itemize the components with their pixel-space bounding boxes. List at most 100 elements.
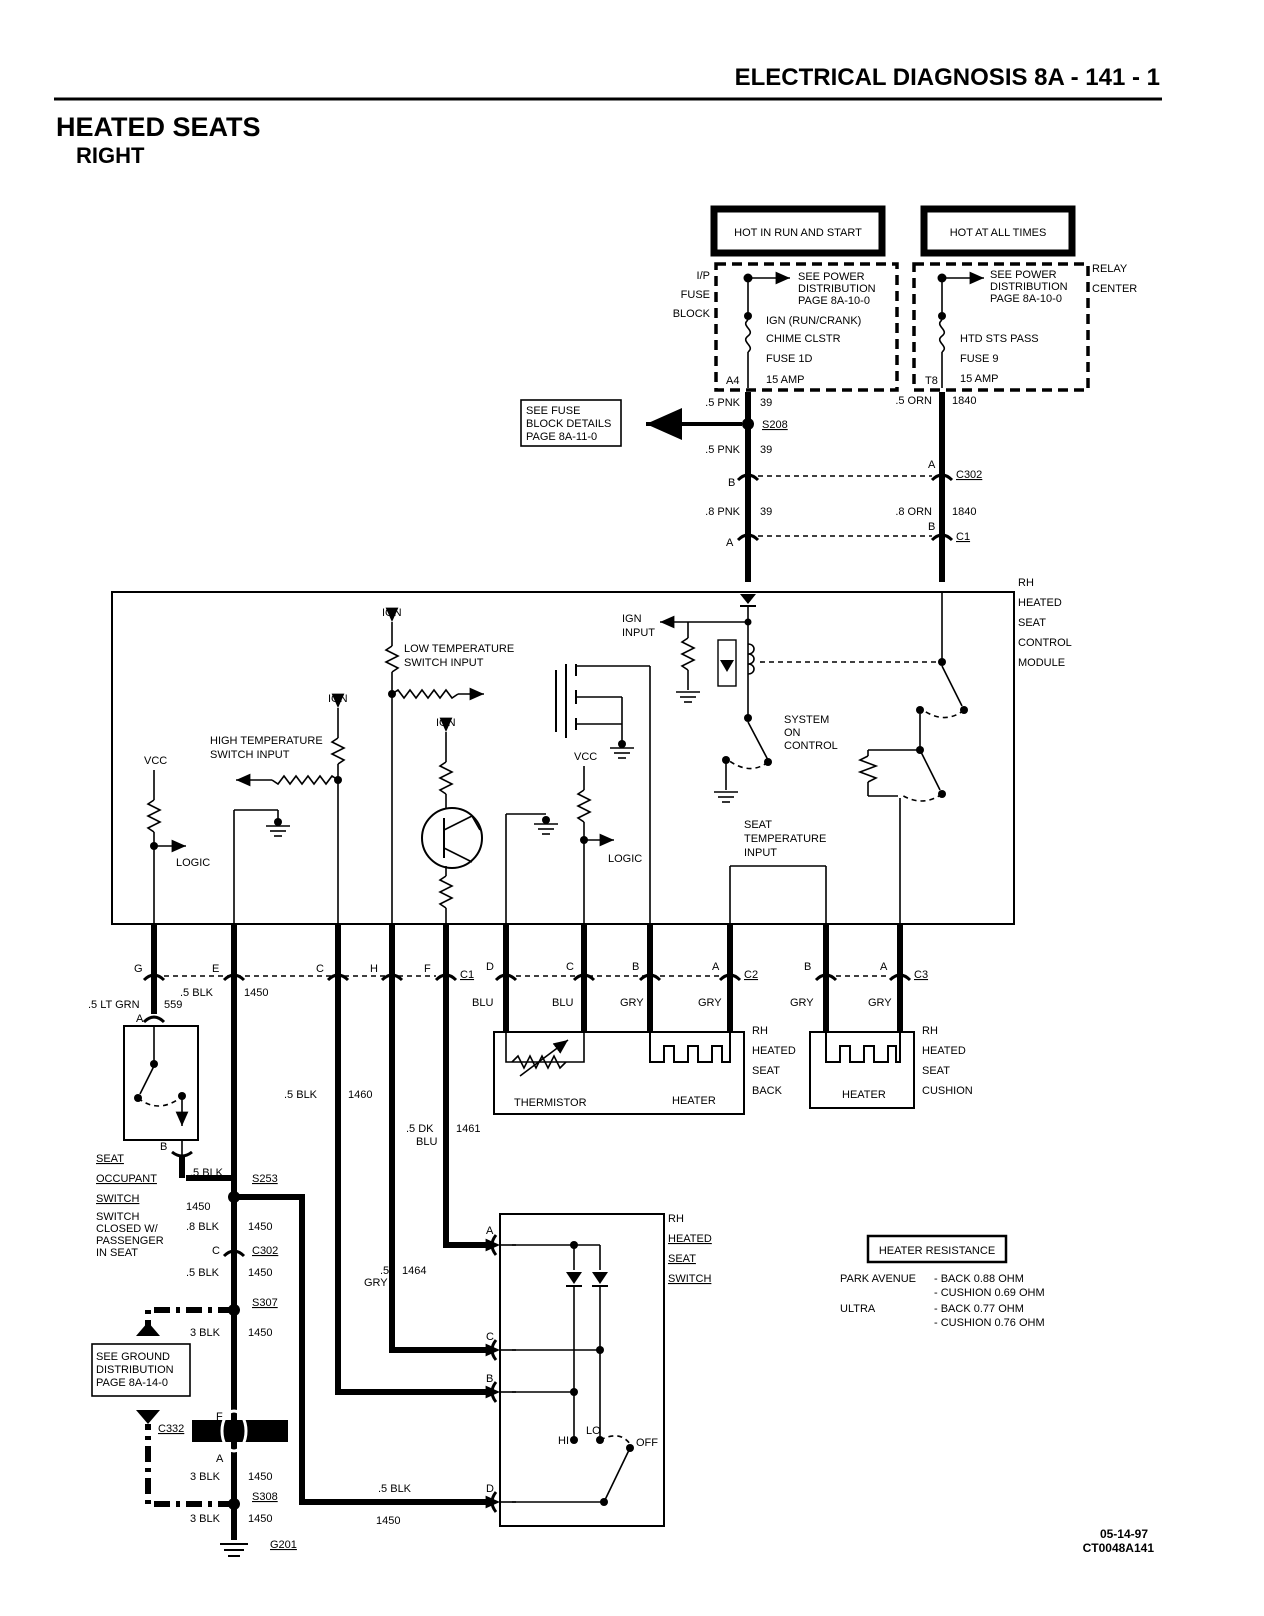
switch-diode-2	[592, 1272, 608, 1284]
svg-text:SWITCH INPUT: SWITCH INPUT	[404, 657, 484, 669]
svg-text:B: B	[632, 961, 639, 973]
svg-text:C1: C1	[460, 969, 474, 981]
heater-back-element	[649, 1032, 731, 1063]
svg-text:CT0048A141: CT0048A141	[1083, 1541, 1155, 1555]
svg-text:D: D	[486, 1483, 494, 1495]
svg-text:LO: LO	[586, 1425, 601, 1437]
svg-text:3 BLK: 3 BLK	[190, 1513, 221, 1525]
seat-cushion-component	[809, 1031, 915, 1109]
svg-text:IGN: IGN	[436, 717, 456, 729]
fuse-9-label: HTD STS PASS FUSE 9 15 AMP	[960, 333, 1039, 385]
svg-text:.5: .5	[380, 1265, 389, 1277]
low-temp-label: LOW TEMPERATURE SWITCH INPUT	[404, 643, 514, 669]
svg-text:39: 39	[760, 444, 772, 456]
svg-text:LOW TEMPERATURE: LOW TEMPERATURE	[404, 643, 514, 655]
svg-text:SWITCH INPUT: SWITCH INPUT	[210, 749, 290, 761]
svg-text:RH: RH	[1018, 577, 1034, 589]
svg-text:1450: 1450	[248, 1267, 272, 1279]
relay-diode-symbol	[720, 660, 734, 672]
svg-text:559: 559	[164, 999, 182, 1011]
connector-c1-upper: A B C1	[726, 521, 970, 549]
svg-text:PARK AVENUE: PARK AVENUE	[840, 1273, 916, 1285]
svg-text:A: A	[136, 1013, 144, 1025]
see-power-left-label: SEE POWER DISTRIBUTION PAGE 8A-10-0	[798, 271, 876, 307]
ground-g201	[220, 1543, 248, 1557]
svg-text:A: A	[712, 961, 720, 973]
page-header-title: ELECTRICAL DIAGNOSIS 8A - 141 - 1	[735, 64, 1160, 91]
svg-text:B: B	[728, 477, 735, 489]
svg-text:SEE FUSE: SEE FUSE	[526, 405, 580, 417]
heater-cushion-element	[825, 1032, 901, 1063]
occupant-switch-label: SEAT OCCUPANT SWITCH SWITCH CLOSED W/ PA…	[96, 1153, 164, 1259]
svg-text:G201: G201	[270, 1539, 297, 1551]
seat-temp-input-label: SEAT TEMPERATURE INPUT	[744, 819, 826, 859]
svg-text:ULTRA: ULTRA	[840, 1303, 876, 1315]
svg-text:.5 LT GRN: .5 LT GRN	[88, 999, 140, 1011]
svg-text:A: A	[216, 1453, 224, 1465]
lower-harness-wires	[151, 924, 903, 1505]
svg-text:SEAT: SEAT	[744, 819, 772, 831]
switch-diode-1	[566, 1272, 582, 1284]
svg-text:1461: 1461	[456, 1123, 480, 1135]
svg-text:BLU: BLU	[472, 997, 493, 1009]
svg-text:PAGE 8A-10-0: PAGE 8A-10-0	[990, 293, 1062, 305]
footer-code: 05-14-97 CT0048A141	[1083, 1527, 1155, 1555]
terminal-t8: T8	[925, 375, 938, 387]
svg-text:SEE POWER: SEE POWER	[990, 269, 1057, 281]
svg-text:SEAT: SEAT	[668, 1253, 696, 1265]
relay-center-label: RELAY CENTER	[1092, 263, 1137, 295]
svg-text:HEATED: HEATED	[922, 1045, 966, 1057]
svg-text:39: 39	[760, 506, 772, 518]
input-diode-symbol	[740, 594, 756, 604]
svg-text:SYSTEM: SYSTEM	[784, 714, 829, 726]
svg-text:CUSHION: CUSHION	[922, 1085, 973, 1097]
control-module-label: RH HEATED SEAT CONTROL MODULE	[1018, 577, 1072, 669]
svg-text:C3: C3	[914, 969, 928, 981]
connector-c302-upper: B A C302	[728, 459, 982, 489]
relay-resistor	[857, 755, 879, 783]
svg-text:C: C	[212, 1245, 220, 1257]
ground-path-labels: .5 BLK 1450 S253 .8 BLK 1450 C C302 .5 B…	[158, 1167, 412, 1551]
svg-text:S253: S253	[252, 1173, 278, 1185]
svg-text:LOGIC: LOGIC	[176, 857, 210, 869]
svg-text:C: C	[566, 961, 574, 973]
svg-text:15 AMP: 15 AMP	[766, 374, 805, 386]
svg-text:HIGH TEMPERATURE: HIGH TEMPERATURE	[210, 735, 323, 747]
svg-text:HEATED: HEATED	[668, 1233, 712, 1245]
splice-s208	[742, 418, 754, 430]
svg-text:PASSENGER: PASSENGER	[96, 1235, 164, 1247]
svg-text:INPUT: INPUT	[622, 627, 655, 639]
svg-text:1450: 1450	[248, 1471, 272, 1483]
svg-text:HOT IN RUN AND START: HOT IN RUN AND START	[734, 227, 862, 239]
svg-text:- CUSHION 0.69 OHM: - CUSHION 0.69 OHM	[934, 1287, 1045, 1299]
svg-text:HEATER: HEATER	[672, 1095, 716, 1107]
svg-text:.5 BLK: .5 BLK	[378, 1483, 412, 1495]
connector-c3: B A C3	[804, 961, 928, 982]
svg-text:HEATED: HEATED	[752, 1045, 796, 1057]
svg-text:G: G	[134, 963, 143, 975]
transistor-symbol	[421, 807, 483, 869]
svg-text:.5 BLK: .5 BLK	[190, 1167, 224, 1179]
svg-text:VCC: VCC	[144, 755, 167, 767]
ip-fuse-block-outline	[714, 262, 899, 392]
svg-text:OCCUPANT: OCCUPANT	[96, 1173, 157, 1185]
fuse-1d-symbol	[744, 319, 752, 353]
wire-labels-lower: .5 LT GRN 559 .5 BLK 1450 .5 BLK 1460 .5…	[88, 987, 892, 1289]
svg-text:DISTRIBUTION: DISTRIBUTION	[798, 283, 876, 295]
svg-text:.8 BLK: .8 BLK	[186, 1221, 220, 1233]
fuse-details-box: SEE FUSE BLOCK DETAILS PAGE 8A-11-0	[520, 399, 622, 447]
svg-text:GRY: GRY	[868, 997, 892, 1009]
relay-center-outline	[912, 262, 1090, 392]
ip-fuse-block-label: I/P FUSE BLOCK	[673, 270, 711, 320]
svg-text:BACK: BACK	[752, 1085, 783, 1097]
high-temp-label: HIGH TEMPERATURE SWITCH INPUT	[210, 735, 323, 761]
seat-switch-component	[499, 1213, 665, 1527]
svg-text:C1: C1	[956, 531, 970, 543]
see-power-right-label: SEE POWER DISTRIBUTION PAGE 8A-10-0	[990, 269, 1068, 305]
svg-text:E: E	[212, 963, 219, 975]
svg-text:1450: 1450	[248, 1327, 272, 1339]
fuse-9-symbol	[938, 319, 946, 353]
svg-text:IGN: IGN	[382, 607, 402, 619]
svg-text:C332: C332	[158, 1423, 184, 1435]
svg-text:HOT AT ALL TIMES: HOT AT ALL TIMES	[950, 227, 1047, 239]
